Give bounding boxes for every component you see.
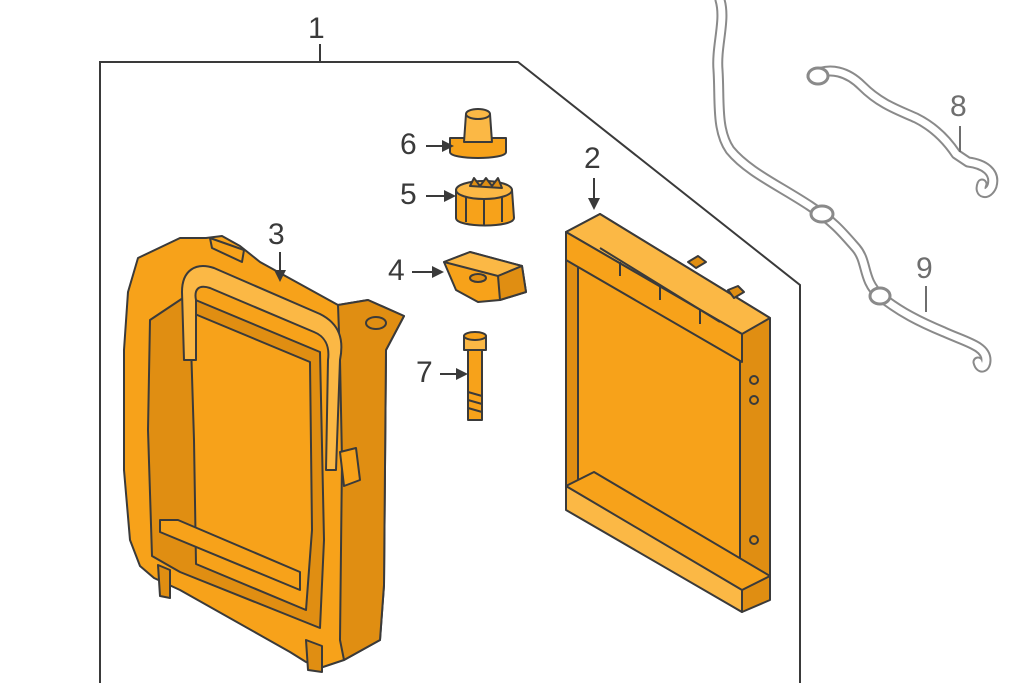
callout-hose-upper: 8	[950, 90, 967, 123]
callout-hose-lower: 9	[916, 252, 933, 285]
upper-hose-icon	[806, 65, 999, 198]
callout-radiator: 2	[584, 142, 601, 175]
rubber-insulator-icon	[455, 177, 515, 227]
callout-bracket: 4	[388, 254, 405, 287]
radiator-leader-arrow	[588, 198, 600, 210]
callout-bolt: 7	[416, 356, 433, 389]
callout-shroud: 3	[268, 218, 285, 251]
fan-shroud-icon	[123, 235, 405, 673]
radiator-core-icon	[565, 213, 771, 613]
callout-assembly: 1	[308, 12, 325, 45]
callout-bushing: 6	[400, 128, 417, 161]
shroud-leader-arrow	[274, 270, 286, 282]
bolt-icon	[463, 331, 487, 421]
upper-bushing-icon	[449, 108, 507, 159]
callout-insulator: 5	[400, 178, 417, 211]
insulator-leader-arrow	[444, 190, 456, 202]
bolt-leader-arrow	[456, 368, 468, 380]
assembly-outline	[99, 61, 801, 683]
mount-bracket-icon	[443, 251, 527, 303]
bracket-leader-arrow	[432, 266, 444, 278]
lower-hose-icon	[712, 0, 992, 373]
bushing-leader-arrow	[442, 140, 454, 152]
